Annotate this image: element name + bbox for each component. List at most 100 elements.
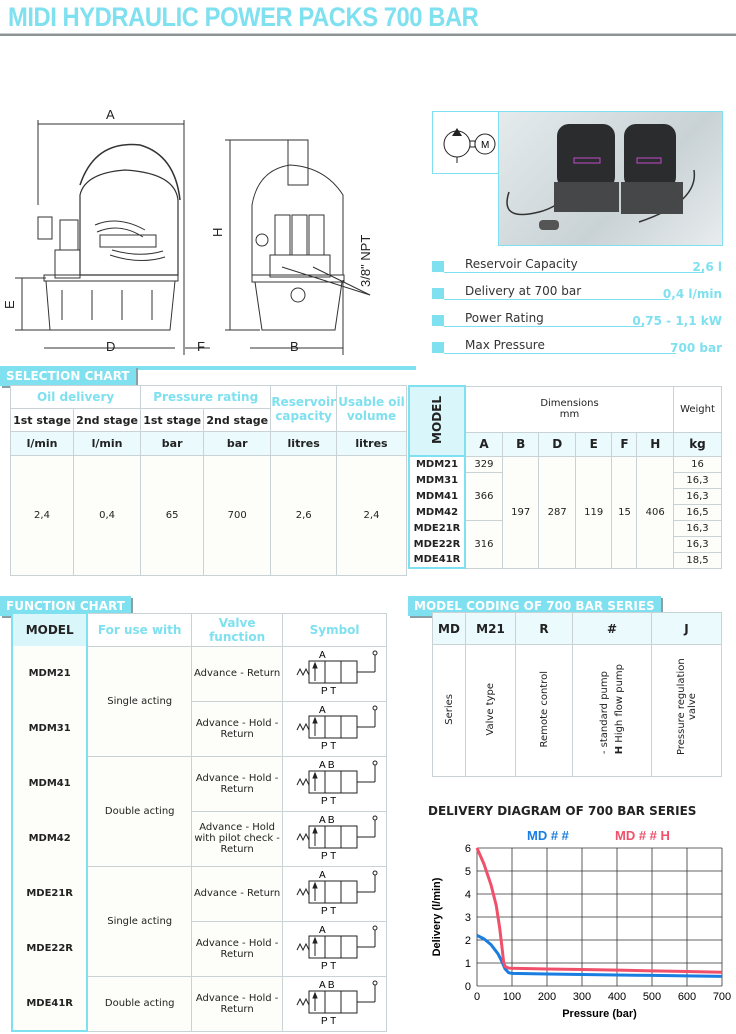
code-m21: M21 <box>465 612 516 645</box>
port-label: P T <box>321 1016 336 1027</box>
unit: bar <box>140 431 205 456</box>
header-pr-stage2: 2nd stage <box>203 408 272 432</box>
label-b: B <box>290 339 299 354</box>
header-pr-stage1: 1st stage <box>140 408 205 432</box>
a-value: 366 <box>464 471 503 521</box>
label-e: E <box>2 300 17 309</box>
x-tick-label: 400 <box>608 991 626 1003</box>
x-tick-label: 0 <box>474 991 480 1003</box>
valve-diagram: AP T <box>296 870 378 917</box>
weight-value: 16,3 <box>673 535 722 553</box>
y-tick-label: 2 <box>465 935 471 947</box>
x-tick-label: 500 <box>643 991 661 1003</box>
meaning-series: Series <box>432 644 466 777</box>
valve-cell: Advance - Hold - Return <box>191 700 284 757</box>
model-cell: MDM42 <box>10 811 89 866</box>
unit: litres <box>336 431 407 456</box>
model-cell: MDE21R <box>10 866 89 921</box>
weight-value: 18,5 <box>673 551 722 569</box>
port-label: A <box>319 650 326 661</box>
model-cell: MDM41 <box>408 488 466 504</box>
table-row: MDE41R 18,5 <box>408 551 722 569</box>
valve-diagram: A BP T <box>296 980 378 1027</box>
power-pack-image <box>506 124 696 230</box>
model-cell: MDE21R <box>408 520 466 536</box>
port-label: P T <box>321 686 336 697</box>
model-header: MODEL <box>408 385 466 457</box>
col-a: A <box>464 431 503 457</box>
unit: l/min <box>72 431 142 456</box>
col-kg: kg <box>673 431 722 457</box>
bullet-square-icon <box>432 342 444 353</box>
col-d: D <box>538 431 576 457</box>
valve-diagram: AP T <box>296 925 378 972</box>
pump-symbol-box: M <box>432 111 500 174</box>
y-tick-label: 3 <box>465 912 471 924</box>
header-pressure-rating: Pressure rating <box>140 385 272 409</box>
code-r: R <box>515 612 573 645</box>
a-value: 329 <box>464 455 503 473</box>
valve-diagram: AP T <box>296 705 378 752</box>
model-cell: MDE41R <box>10 976 89 1032</box>
spec-value: 0,75 - 1,1 kW <box>632 314 722 328</box>
port-label: A <box>319 925 326 936</box>
model-cell: MDM31 <box>408 472 466 488</box>
selection-table: Oil delivery Pressure rating Reservoir c… <box>9 385 407 576</box>
d-value: 287 <box>538 455 576 569</box>
code-hash: # <box>572 612 652 645</box>
col-b: B <box>501 431 540 457</box>
x-tick-label: 700 <box>713 991 731 1003</box>
port-label: A B <box>319 760 335 771</box>
bullet-square-icon <box>432 261 444 272</box>
valve-symbol-icon: A P T <box>282 645 387 702</box>
port-label: P T <box>321 741 336 752</box>
label-f: F <box>197 339 205 354</box>
col-f: F <box>611 431 638 457</box>
y-tick-label: 5 <box>465 866 471 878</box>
section-bar <box>0 366 416 370</box>
port-label: P T <box>321 851 336 862</box>
valve-cell: Advance - Hold - Return <box>191 755 284 812</box>
value-od2: 0,4 <box>72 455 142 576</box>
port-label: A B <box>319 815 335 826</box>
model-cell: MDM31 <box>10 701 89 756</box>
use-cell: Single acting <box>86 865 193 977</box>
value-od1: 2,4 <box>10 455 74 576</box>
header-usable: Usable oil volume <box>336 385 407 432</box>
model-coding-table: MD M21 R # J Series Valve type Remote co… <box>432 612 722 777</box>
weight-value: 16,3 <box>673 519 722 537</box>
code-md: MD <box>432 612 466 645</box>
weight-header: Weight <box>673 385 722 433</box>
use-cell: Double acting <box>86 975 193 1032</box>
valve-diagram: A B P T <box>296 815 378 862</box>
header-reservoir: Reservoir capacity <box>270 385 337 432</box>
meaning-pump: - standard pump H High flow pump <box>572 644 652 777</box>
legend-entry: MD # # H <box>615 828 670 843</box>
chart-title: DELIVERY DIAGRAM OF 700 BAR SERIES <box>428 804 697 818</box>
header-symbol: Symbol <box>282 612 387 647</box>
value-pr2: 700 <box>203 455 272 576</box>
valve-cell: Advance - Return <box>191 645 284 702</box>
valve-cell: Advance - Hold - Return <box>191 975 284 1032</box>
model-cell: MDM21 <box>10 646 89 701</box>
function-chart-tag: FUNCTION CHART <box>0 596 131 616</box>
col-e: E <box>574 431 613 457</box>
valve-cell: Advance - Hold - Return <box>191 920 284 977</box>
weight-value: 16,5 <box>673 503 722 521</box>
x-tick-label: 100 <box>503 991 521 1003</box>
y-axis-label: Delivery (l/min) <box>431 877 443 956</box>
model-cell: MDE41R <box>408 552 466 569</box>
port-label: A <box>319 870 326 881</box>
spec-value: 700 bar <box>670 341 722 355</box>
spec-label: Max Pressure <box>465 338 545 352</box>
use-cell: Single acting <box>86 645 193 757</box>
spec-value: 0,4 l/min <box>662 287 722 301</box>
title-divider <box>0 33 736 36</box>
